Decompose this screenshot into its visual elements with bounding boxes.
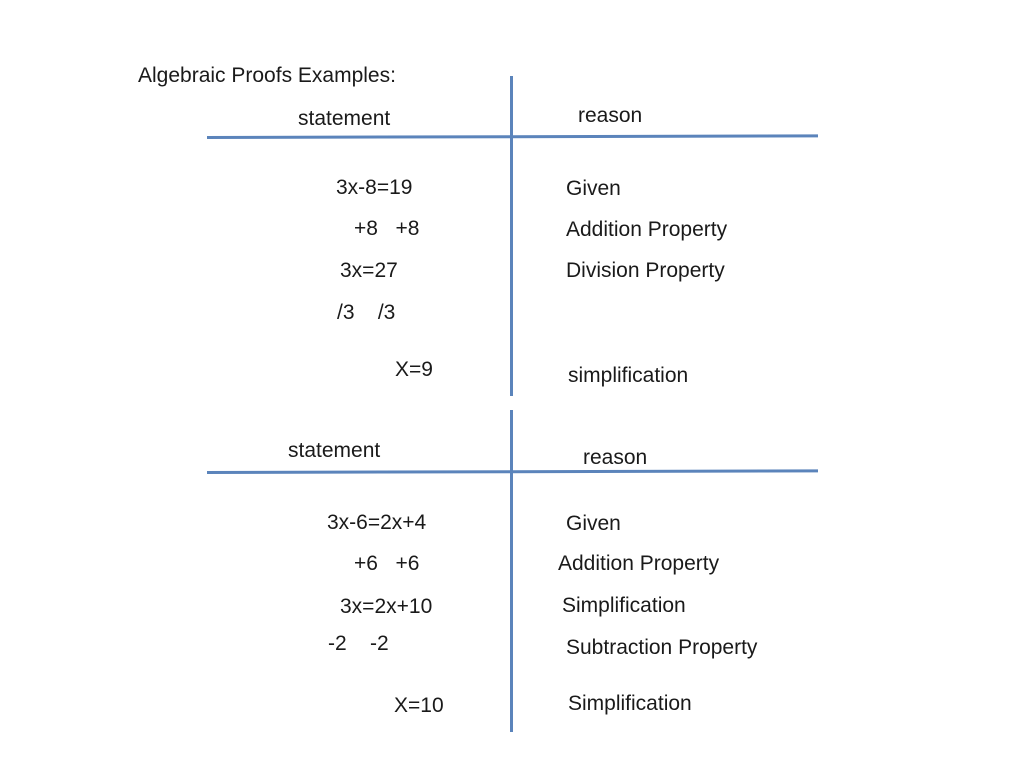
proof-1-statement-header: statement <box>298 107 391 130</box>
proof-1-reason-header: reason <box>578 104 643 127</box>
proof-1-statement-2: +8 +8 <box>354 217 420 240</box>
proof-1-vertical-rule <box>510 76 513 396</box>
proof-2-statement-1: 3x-6=2x+4 <box>327 511 427 534</box>
proof-1-reason-4: simplification <box>568 364 689 387</box>
proof-1-reason-1: Given <box>566 177 621 200</box>
proof-2-reason-3: Simplification <box>562 594 686 617</box>
proof-1-statement-1: 3x-8=19 <box>336 176 413 199</box>
proof-2-statement-3: 3x=2x+10 <box>340 595 433 618</box>
proof-2-statement-header: statement <box>288 439 381 462</box>
proof-2-vertical-rule <box>510 410 513 732</box>
proof-1-statement-4: /3 /3 <box>337 301 396 324</box>
proof-2-reason-1: Given <box>566 512 621 535</box>
slide-title: Algebraic Proofs Examples: <box>138 64 396 87</box>
proof-2-statement-5: X=10 <box>394 694 444 717</box>
proof-1-reason-2: Addition Property <box>566 218 728 241</box>
proof-2-reason-4: Subtraction Property <box>566 636 758 659</box>
proof-1-statement-3: 3x=27 <box>340 259 398 282</box>
proof-2-statement-2: +6 +6 <box>354 552 420 575</box>
proof-2-reason-2: Addition Property <box>558 552 720 575</box>
proof-1-reason-3: Division Property <box>566 259 725 282</box>
proof-1-statement-5: X=9 <box>395 358 433 381</box>
proof-2-reason-header: reason <box>583 446 648 469</box>
proof-2-reason-5: Simplification <box>568 692 692 715</box>
proof-2-statement-4: -2 -2 <box>328 632 389 655</box>
